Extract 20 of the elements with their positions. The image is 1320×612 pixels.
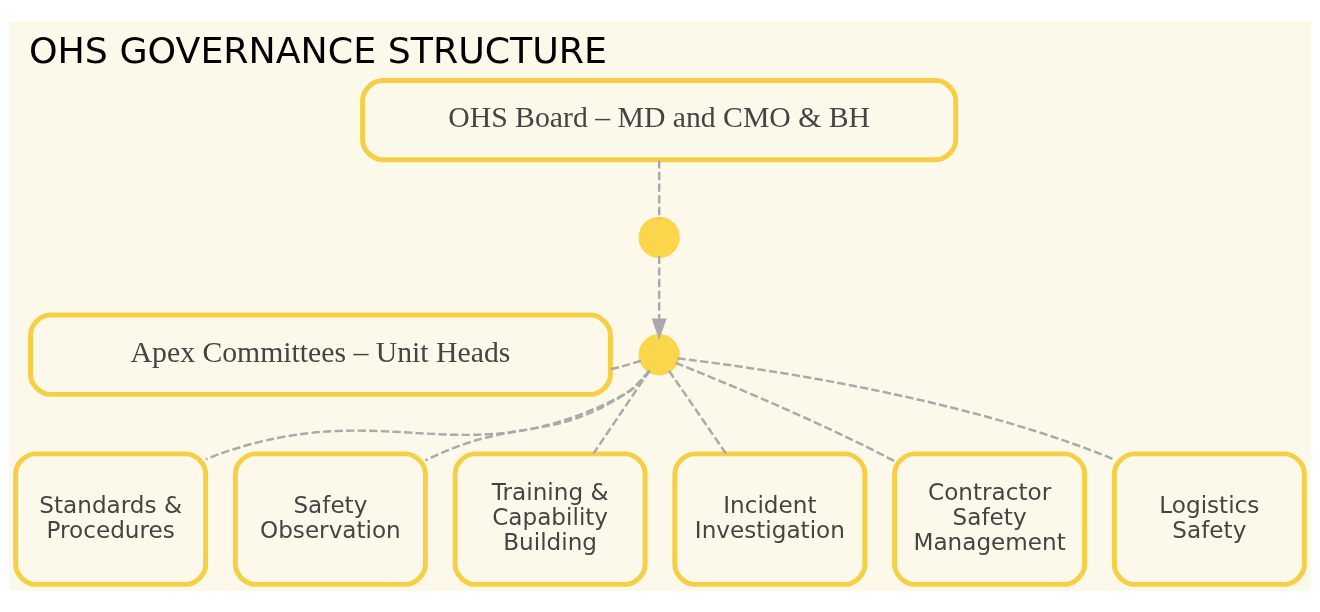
connector	[677, 357, 1115, 461]
node-box: Contractor Safety Management	[892, 451, 1088, 587]
node-box: Safety Observation	[232, 451, 428, 587]
arrow	[651, 255, 667, 340]
connector	[592, 370, 651, 455]
node-circle	[638, 334, 680, 376]
connector	[205, 369, 651, 461]
node-box: Logistics Safety	[1111, 451, 1307, 587]
node-box: OHS Board – MD and CMO & BH	[360, 78, 959, 163]
connector	[675, 361, 895, 463]
diagram-title: OHS GOVERNANCE STRUCTURE	[28, 29, 608, 73]
connector	[667, 369, 727, 455]
connector	[610, 359, 643, 371]
node-box: Standards & Procedures	[13, 451, 209, 587]
node-circle	[638, 216, 680, 259]
connector	[657, 160, 661, 219]
node-box: Incident Investigation	[672, 451, 868, 587]
node-box: Apex Committees – Unit Heads	[28, 312, 613, 397]
connector	[424, 369, 650, 462]
node-box: Training & Capability Building	[452, 451, 648, 587]
